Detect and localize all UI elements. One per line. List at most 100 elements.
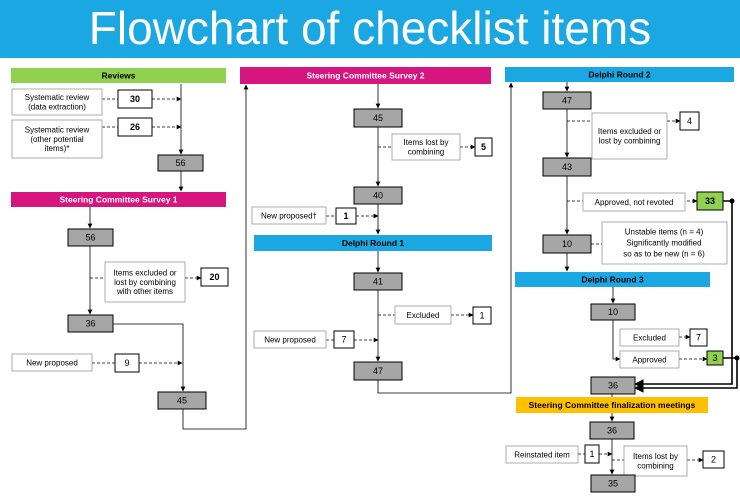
dr2-unstable-line-2: Significantly modified	[626, 239, 701, 248]
final-start: 36	[589, 421, 635, 440]
scs1-new-label-text: New proposed	[26, 358, 78, 367]
dr3-approved-label-text: Approved	[632, 355, 666, 364]
final-end-box	[590, 474, 636, 493]
scs1-header-bg	[11, 192, 226, 207]
dr3-excluded-label-box	[619, 328, 680, 347]
dr2-end: 10	[542, 234, 592, 254]
final-lost-value-value: 2	[711, 455, 716, 465]
reviews-header: Reviews	[11, 68, 226, 83]
dr3-excluded-value: 7	[689, 328, 708, 347]
junction-dot	[729, 198, 735, 204]
title-bar	[0, 0, 740, 58]
dr3-start: 10	[590, 303, 636, 321]
scs2-lost-label-box	[391, 133, 461, 161]
final-end: 35	[590, 474, 636, 493]
dr3-start-box	[590, 303, 636, 321]
dr3-approved-value-box	[706, 350, 724, 366]
page-title: Flowchart of checklist items	[88, 2, 652, 54]
reviews-header-bg	[11, 68, 226, 83]
connector	[634, 357, 738, 393]
dr2-start: 47	[542, 91, 592, 110]
dr1-end-value: 47	[373, 366, 383, 376]
dr1-start-box	[353, 272, 403, 291]
scs2-after: 40	[353, 186, 403, 205]
final-reinstated-label: Reinstated item	[505, 445, 579, 464]
dr3-approved-label: Approved	[619, 350, 680, 369]
sys-review-data-value-value: 30	[130, 94, 140, 104]
scs1-new-value: 9	[114, 353, 140, 373]
connector	[113, 323, 186, 392]
dr2-header: Delphi Round 2	[505, 67, 734, 82]
dr2-excluded-label-box	[591, 112, 668, 160]
dr2-approved-label: Approved, not revoted	[582, 192, 686, 212]
scs1-after-value: 36	[85, 319, 95, 329]
dr2-approved-value: 33	[696, 191, 724, 211]
dr3-header: Delphi Round 3	[515, 272, 710, 287]
dr2-start-box	[542, 91, 592, 110]
dr3-excluded-value-box	[689, 328, 708, 347]
sys-review-other-label-box	[11, 119, 103, 159]
dr3-excluded-label: Excluded	[619, 328, 680, 347]
sys-review-data-value-box	[117, 89, 153, 109]
scs1-excluded-value: 20	[200, 267, 229, 287]
sys-review-data-label: Systematic review(data extraction)	[11, 88, 103, 116]
dr2-unstable-line-1: Unstable items (n = 4)	[625, 228, 704, 237]
dr1-excluded-value: 1	[472, 306, 492, 325]
final-start-box	[589, 421, 635, 440]
final-lost-label-box	[623, 445, 688, 477]
final-reinstated-value-box	[584, 444, 600, 464]
dr2-approved-value-value: 33	[705, 196, 715, 206]
dr2-excluded-value-value: 4	[687, 116, 692, 126]
dr2-end-value: 10	[562, 239, 572, 249]
scs1-excluded-label-box	[104, 261, 186, 303]
dr3-approved-value: 3	[706, 350, 724, 366]
sys-review-other-value-value: 26	[130, 122, 140, 132]
final-reinstated-label-box	[505, 445, 579, 464]
dr1-excluded-label: Excluded	[394, 305, 452, 325]
dr2-unstable-line-3: so as to be new (n = 6)	[623, 250, 705, 259]
scs1-header: Steering Committee Survey 1	[11, 192, 226, 207]
dr2-approved-label-text: Approved, not revoted	[595, 198, 674, 207]
scs2-new-label-text: New proposed†	[261, 211, 317, 220]
reviews-header-label: Reviews	[101, 71, 135, 81]
scs2-lost-value-value: 5	[481, 142, 486, 152]
reviews-total: 56	[157, 154, 204, 172]
connector	[612, 320, 621, 362]
scs2-header-bg	[240, 67, 491, 84]
dr1-new-label: New proposed	[253, 330, 327, 349]
dr1-new-label-box	[253, 330, 327, 349]
junction-dot	[734, 355, 740, 361]
dr1-header: Delphi Round 1	[254, 235, 492, 251]
dr1-excluded-label-text: Excluded	[407, 311, 440, 320]
scs1-start: 56	[67, 228, 114, 247]
final-reinstated-label-text: Reinstated item	[514, 450, 570, 459]
scs2-lost-value-box	[474, 137, 493, 157]
sys-review-data-label-box	[11, 88, 103, 116]
dr2-excluded-value-box	[679, 111, 700, 131]
final-header-label: Steering Committee finalization meetings	[529, 400, 696, 410]
connector	[377, 82, 514, 394]
final-lost-value-box	[702, 450, 725, 469]
dr1-start: 41	[353, 272, 403, 291]
scs1-end: 45	[157, 391, 207, 410]
dr3-header-label: Delphi Round 3	[581, 275, 644, 285]
merged-total: 36	[590, 376, 636, 395]
connector	[634, 200, 733, 389]
dr1-header-label: Delphi Round 1	[342, 238, 405, 248]
dr2-after-box	[542, 157, 592, 177]
merged-total-box	[590, 376, 636, 395]
sys-review-data-value: 30	[117, 89, 153, 109]
dr3-excluded-label-text: Excluded	[633, 333, 666, 342]
merged-total-value: 36	[608, 381, 618, 391]
final-header-bg	[516, 397, 708, 413]
scs2-new-value-value: 1	[343, 211, 348, 221]
